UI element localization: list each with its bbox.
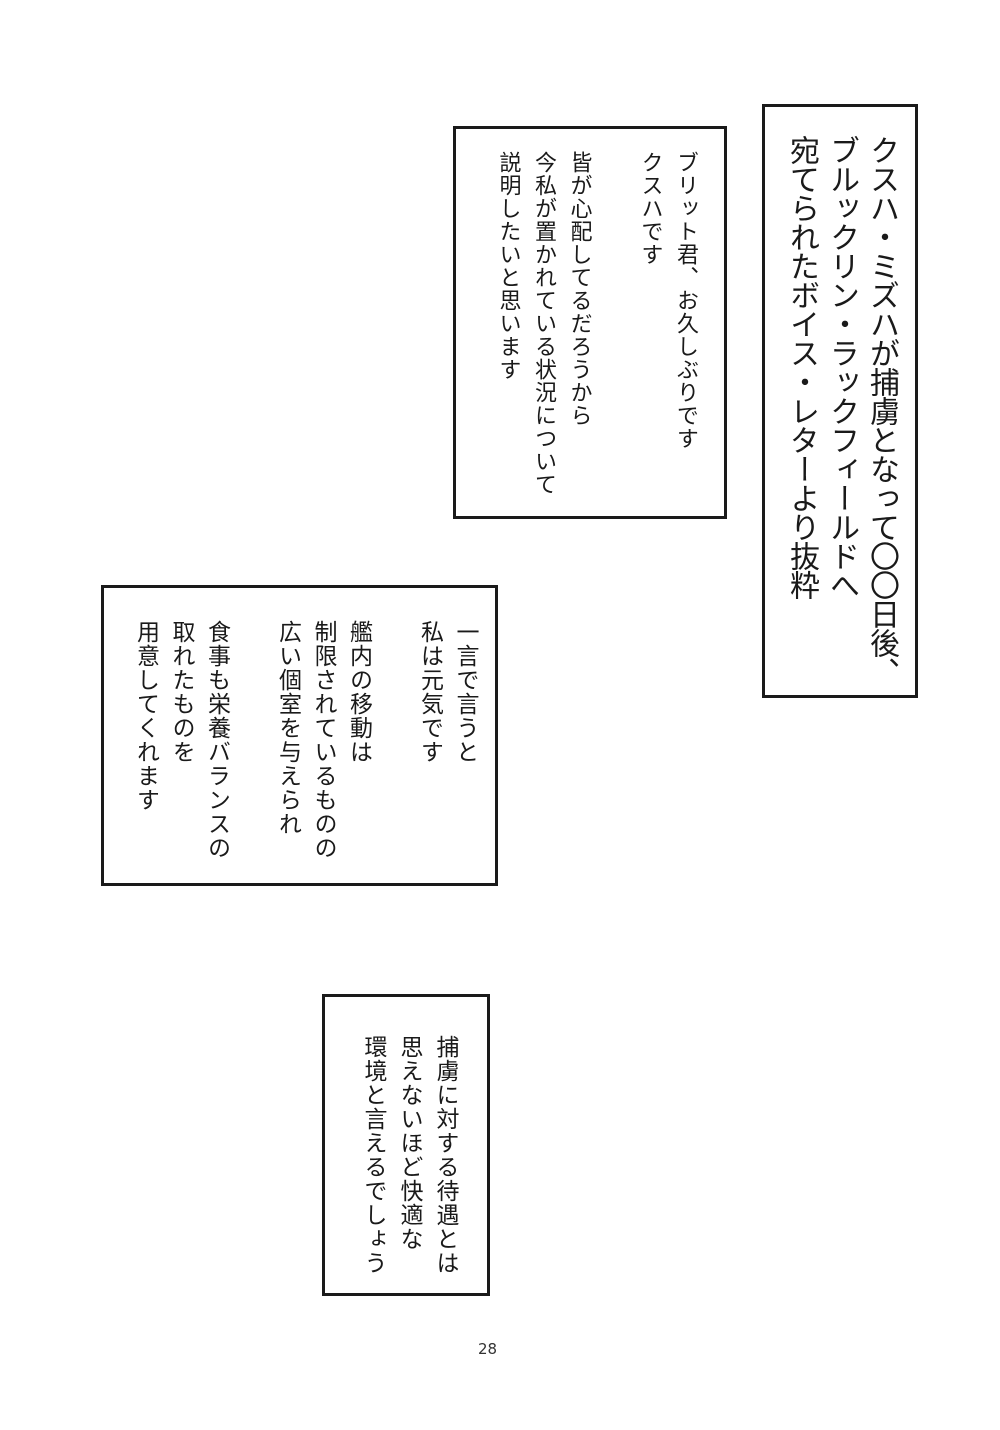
- text-line: ブリット君、お久しぶりです: [673, 151, 698, 450]
- text-line: 食事も栄養バランスの: [203, 620, 230, 860]
- text-line: 制限されているものの: [310, 620, 336, 860]
- greeting-text: ブリット君、お久しぶりです クスハです 皆が心配してるだろうから 今私が置かれて…: [490, 151, 703, 496]
- status-text: 一言で言うと 私は元気です 艦内の移動は 制限されているものの 広い個室を与えら…: [127, 620, 482, 860]
- conclusion-text: 捕虜に対する待遇とは 思えないほど快適な 環境と言えるでしょう: [355, 1035, 463, 1275]
- paragraph-gap: [376, 620, 412, 860]
- status-caption-box: 一言で言うと 私は元気です 艦内の移動は 制限されているものの 広い個室を与えら…: [101, 585, 498, 886]
- text-line: 取れたものを: [168, 620, 194, 764]
- page-number: 28: [478, 1340, 498, 1358]
- text-line: 捕虜に対する待遇とは: [432, 1035, 458, 1275]
- text-line: ブルックリン・ラックフィールドへ: [824, 135, 859, 599]
- text-line: 一言で言うと: [452, 620, 478, 764]
- text-line: 環境と言えるでしょう: [360, 1035, 386, 1275]
- conclusion-caption-box: 捕虜に対する待遇とは 思えないほど快適な 環境と言えるでしょう: [322, 994, 490, 1296]
- text-line: 広い個室を与えられ: [274, 620, 301, 836]
- text-line: 説明したいと思います: [495, 151, 521, 381]
- text-line: 用意してくれます: [132, 620, 159, 812]
- text-line: 皆が心配してるだろうから: [566, 151, 592, 427]
- text-line: 私は元気です: [416, 620, 443, 764]
- paragraph-gap: [234, 620, 270, 860]
- text-line: 艦内の移動は: [345, 620, 372, 764]
- title-text: クスハ・ミズハが捕虜となって〇〇日後、 ブルックリン・ラックフィールドへ 宛てら…: [781, 135, 901, 686]
- text-line: 思えないほど快適な: [396, 1035, 422, 1251]
- text-line: 宛てられたボイス・レターより抜粋: [784, 135, 819, 599]
- text-line: クスハです: [637, 151, 663, 266]
- text-line: クスハ・ミズハが捕虜となって〇〇日後、: [864, 135, 899, 686]
- greeting-caption-box: ブリット君、お久しぶりです クスハです 皆が心配してるだろうから 今私が置かれて…: [453, 126, 727, 519]
- title-caption-box: クスハ・ミズハが捕虜となって〇〇日後、 ブルックリン・ラックフィールドへ 宛てら…: [762, 104, 918, 698]
- text-line: 今私が置かれている状況について: [531, 151, 556, 496]
- paragraph-gap: [597, 151, 633, 496]
